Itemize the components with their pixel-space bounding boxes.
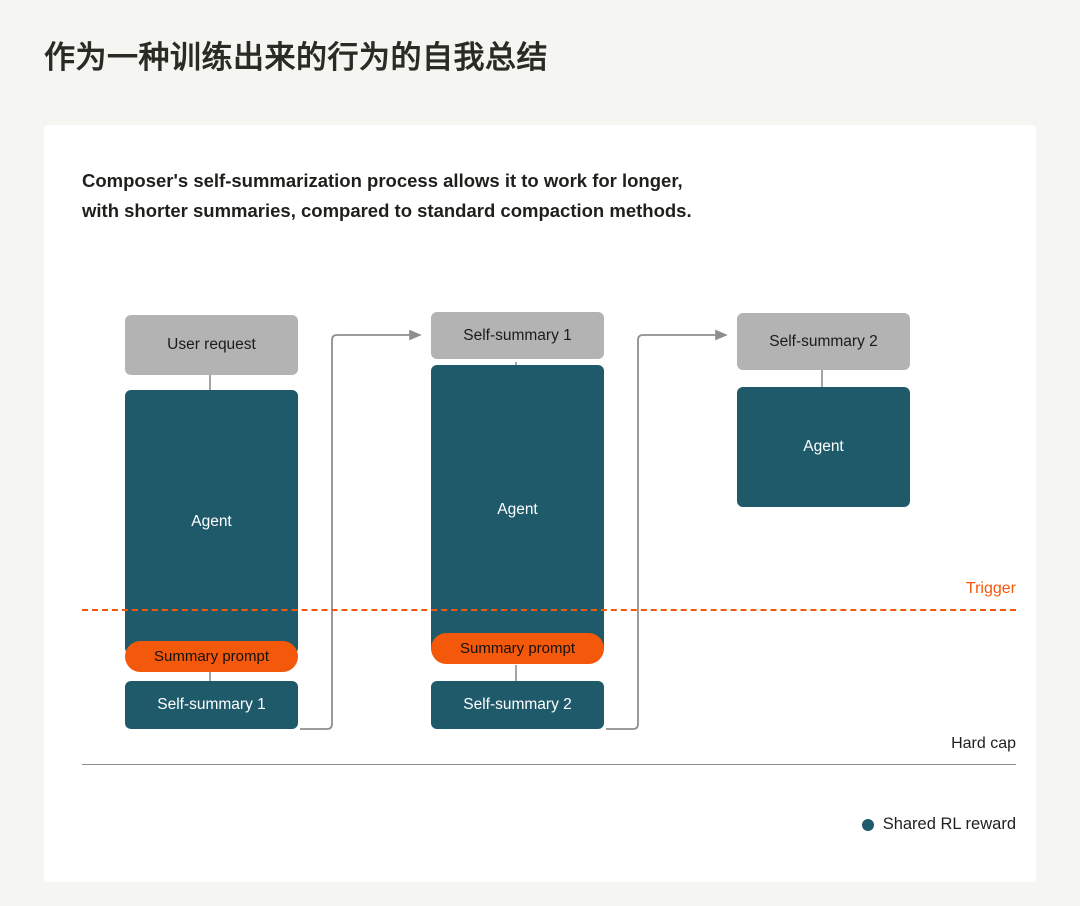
legend-label: Shared RL reward: [882, 815, 1016, 833]
card-subtitle: Composer's self-summarization process al…: [82, 166, 922, 226]
node-col3-agent[interactable]: Agent: [737, 387, 910, 507]
diagram-card: Composer's self-summarization process al…: [44, 125, 1036, 882]
node-col2-self-summary-1[interactable]: Self-summary 1: [431, 312, 604, 359]
node-col3-self-summary-2[interactable]: Self-summary 2: [737, 313, 910, 370]
node-col1-self-summary-1[interactable]: Self-summary 1: [125, 681, 298, 729]
node-col2-agent[interactable]: Agent: [431, 365, 604, 654]
card-subtitle-line-2: with shorter summaries, compared to stan…: [82, 199, 692, 221]
hard-cap-line: [82, 764, 1016, 765]
hard-cap-label: Hard cap: [951, 735, 1016, 752]
legend: Shared RL reward: [861, 815, 1016, 834]
node-col2-summary-prompt[interactable]: Summary prompt: [431, 633, 604, 664]
node-col1-summary-prompt[interactable]: Summary prompt: [125, 641, 298, 672]
node-col1-user-request[interactable]: User request: [125, 315, 298, 375]
card-subtitle-line-1: Composer's self-summarization process al…: [82, 170, 683, 191]
node-col1-agent[interactable]: Agent: [125, 390, 298, 654]
legend-marker-icon: [861, 818, 874, 831]
flow-diagram: User request Agent Summary prompt Self-s…: [44, 125, 1036, 882]
page-title: 作为一种训练出来的行为的自我总结: [44, 40, 548, 75]
trigger-label: Trigger: [965, 580, 1016, 597]
trigger-threshold-line: [82, 609, 1016, 611]
node-col2-self-summary-2[interactable]: Self-summary 2: [431, 681, 604, 729]
stem-col3-top: [821, 370, 823, 397]
